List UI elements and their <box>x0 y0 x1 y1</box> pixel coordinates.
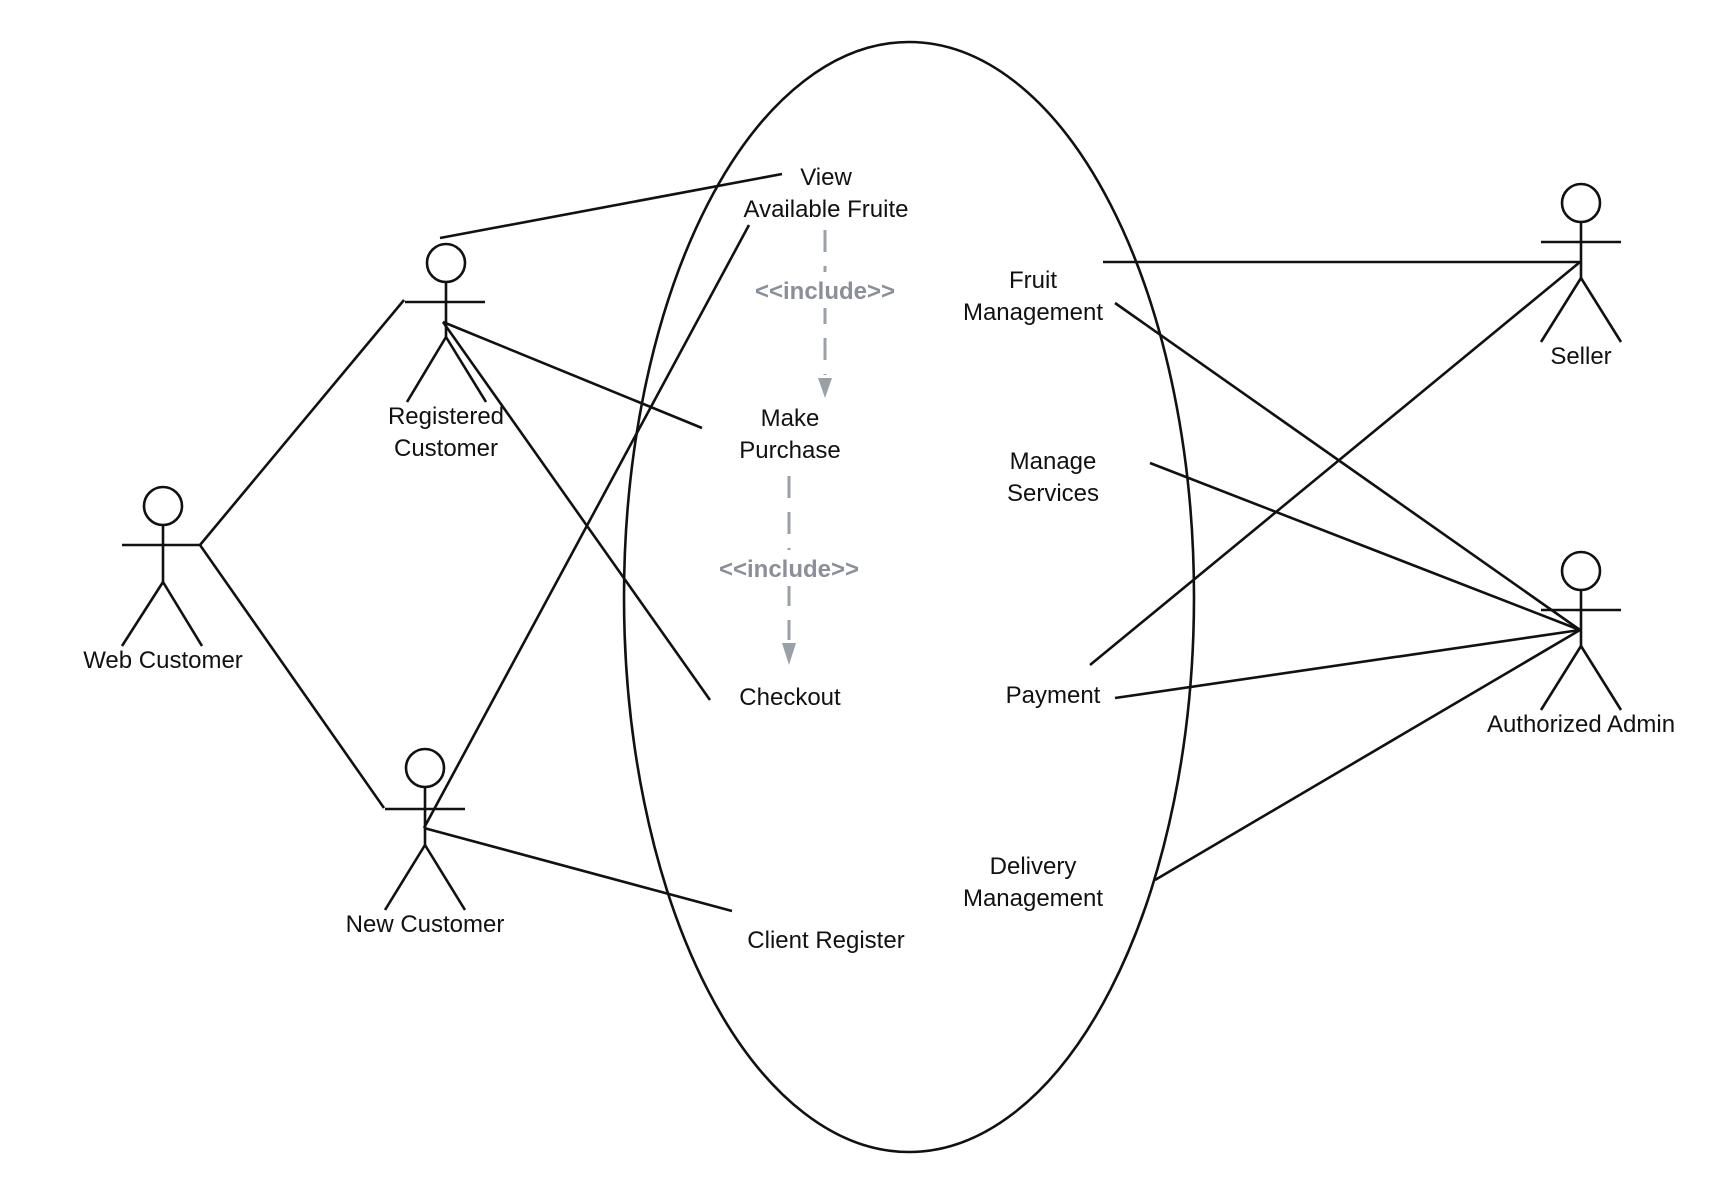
association-line <box>1154 628 1581 882</box>
actor-label: Web Customer <box>83 647 243 674</box>
actor-label: Seller <box>1550 343 1611 370</box>
association-line <box>442 320 703 430</box>
use-case-label: Available Fruite <box>744 196 909 223</box>
use-case-label: View <box>800 164 852 191</box>
use-case-view-fruit[interactable]: View Available Fruite <box>744 164 909 223</box>
actor-new-customer[interactable]: New Customer <box>346 747 505 938</box>
use-case-label: Management <box>963 885 1103 912</box>
stick-figure-icon <box>1539 182 1623 343</box>
association-line <box>1114 301 1581 632</box>
association-line <box>423 826 733 913</box>
actor-label: New Customer <box>346 911 505 938</box>
actor-web-customer[interactable]: Web Customer <box>83 485 243 674</box>
association-line <box>441 321 712 701</box>
use-case-label: Checkout <box>739 684 841 711</box>
include-relation-1: <<include>> <box>740 230 910 398</box>
use-case-client-register[interactable]: Client Register <box>747 927 904 954</box>
use-case-label: Manage <box>1010 448 1097 475</box>
use-case-delivery-management[interactable]: Delivery Management <box>963 853 1103 912</box>
stick-figure-icon <box>1539 550 1623 711</box>
use-case-make-purchase[interactable]: Make Purchase <box>739 405 840 464</box>
actor-label: Authorized Admin <box>1487 711 1675 738</box>
actor-seller[interactable]: Seller <box>1539 182 1623 370</box>
use-case-label: Payment <box>1006 682 1101 709</box>
use-case-label: Make <box>761 405 820 432</box>
system-boundary <box>622 40 1196 1154</box>
association-line <box>199 299 405 546</box>
association-line <box>439 172 783 240</box>
use-case-label: Services <box>1007 480 1099 507</box>
actor-label: Registered <box>388 403 504 430</box>
association-line <box>198 544 386 809</box>
use-case-payment[interactable]: Payment <box>1006 682 1101 709</box>
stick-figure-icon <box>120 485 204 647</box>
actor-authorized-admin[interactable]: Authorized Admin <box>1487 550 1675 738</box>
include-relation-2: <<include>> <box>704 476 874 665</box>
actor-registered-customer[interactable]: Registered Customer <box>388 242 504 462</box>
include-arrow-head <box>818 378 832 398</box>
association-line <box>422 224 751 829</box>
actor-label: Customer <box>394 435 498 462</box>
use-case-manage-services[interactable]: Manage Services <box>1007 448 1099 507</box>
include-label: <<include>> <box>755 278 895 305</box>
use-case-checkout[interactable]: Checkout <box>739 684 841 711</box>
stick-figure-icon <box>405 242 488 403</box>
association-line <box>1149 461 1581 632</box>
use-case-label: Fruit <box>1009 267 1057 294</box>
use-case-label: Delivery <box>990 853 1077 880</box>
include-arrow-head <box>782 643 796 665</box>
use-case-label: Purchase <box>739 437 840 464</box>
use-case-label: Client Register <box>747 927 904 954</box>
use-case-fruit-management[interactable]: Fruit Management <box>963 267 1103 326</box>
stick-figure-icon <box>383 747 467 911</box>
associations <box>198 172 1581 913</box>
association-line <box>1114 628 1581 700</box>
use-case-label: Management <box>963 299 1103 326</box>
include-label: <<include>> <box>719 556 859 583</box>
association-line <box>1089 260 1581 667</box>
